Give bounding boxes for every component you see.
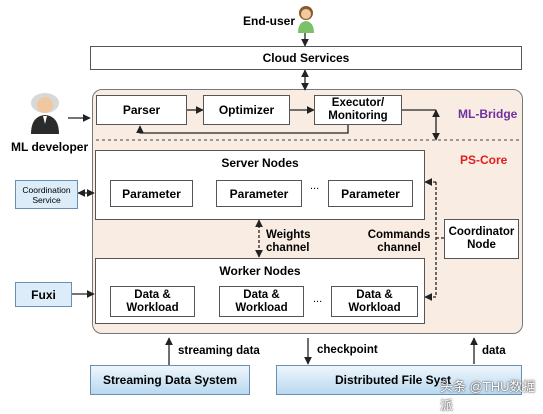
ml-bridge-title: ML-Bridge <box>458 107 518 121</box>
commands-channel-label: Commands channel <box>367 229 431 254</box>
server-nodes-title: Server Nodes <box>221 156 299 170</box>
end-user-icon <box>296 5 316 33</box>
workload-label: Data & Workload <box>126 288 179 314</box>
checkpoint-label: checkpoint <box>317 344 378 356</box>
optimizer-box: Optimizer <box>203 95 290 125</box>
executor-label: Executor/ Monitoring <box>328 97 388 122</box>
coordination-service-label: Coordination Service <box>22 184 71 205</box>
optimizer-label: Optimizer <box>218 103 275 117</box>
distributed-file-system-label: Distributed File Syst <box>335 373 452 387</box>
weights-channel-label: Weights channel <box>266 229 311 254</box>
data-label: data <box>482 345 506 357</box>
ml-developer-label: ML developer <box>11 140 89 154</box>
parser-box: Parser <box>96 95 187 125</box>
workload-box-2: Data & Workload <box>219 286 304 317</box>
streaming-data-system-label: Streaming Data System <box>102 373 238 387</box>
parameter-label: Parameter <box>122 186 181 201</box>
streaming-data-label: streaming data <box>178 345 260 357</box>
coordinator-node-box: Coordinator Node <box>444 219 519 259</box>
workload-box-1: Data & Workload <box>110 286 195 317</box>
executor-box: Executor/ Monitoring <box>314 95 402 125</box>
ps-core-title: PS-Core <box>460 153 508 167</box>
fuxi-box: Fuxi <box>15 282 72 307</box>
worker-ellipsis: ... <box>313 293 323 305</box>
parser-label: Parser <box>122 103 161 117</box>
workload-label: Data & Workload <box>235 288 288 314</box>
distributed-file-system-box: Distributed File Syst <box>276 365 522 395</box>
fuxi-label: Fuxi <box>31 287 56 302</box>
parameter-label: Parameter <box>229 186 289 201</box>
cloud-services-label: Cloud Services <box>262 51 350 65</box>
workload-box-3: Data & Workload <box>331 286 418 317</box>
ml-developer-icon <box>27 90 63 134</box>
feedback-arrow <box>136 124 349 134</box>
cloud-services-box: Cloud Services <box>90 46 522 70</box>
coordination-service-box: Coordination Service <box>15 180 78 209</box>
watermark: 头条 @THU数据派 <box>440 376 543 414</box>
parameter-box-2: Parameter <box>216 180 302 207</box>
parameter-box-3: Parameter <box>328 180 413 207</box>
worker-nodes-title: Worker Nodes <box>219 264 301 278</box>
parameter-box-1: Parameter <box>110 180 193 207</box>
coordinator-node-label: Coordinator Node <box>448 226 515 251</box>
parameter-label: Parameter <box>341 186 400 201</box>
workload-label: Data & Workload <box>348 288 401 314</box>
end-user-label: End-user <box>243 14 296 28</box>
streaming-data-system-box: Streaming Data System <box>90 365 250 395</box>
server-ellipsis: ... <box>310 180 320 192</box>
